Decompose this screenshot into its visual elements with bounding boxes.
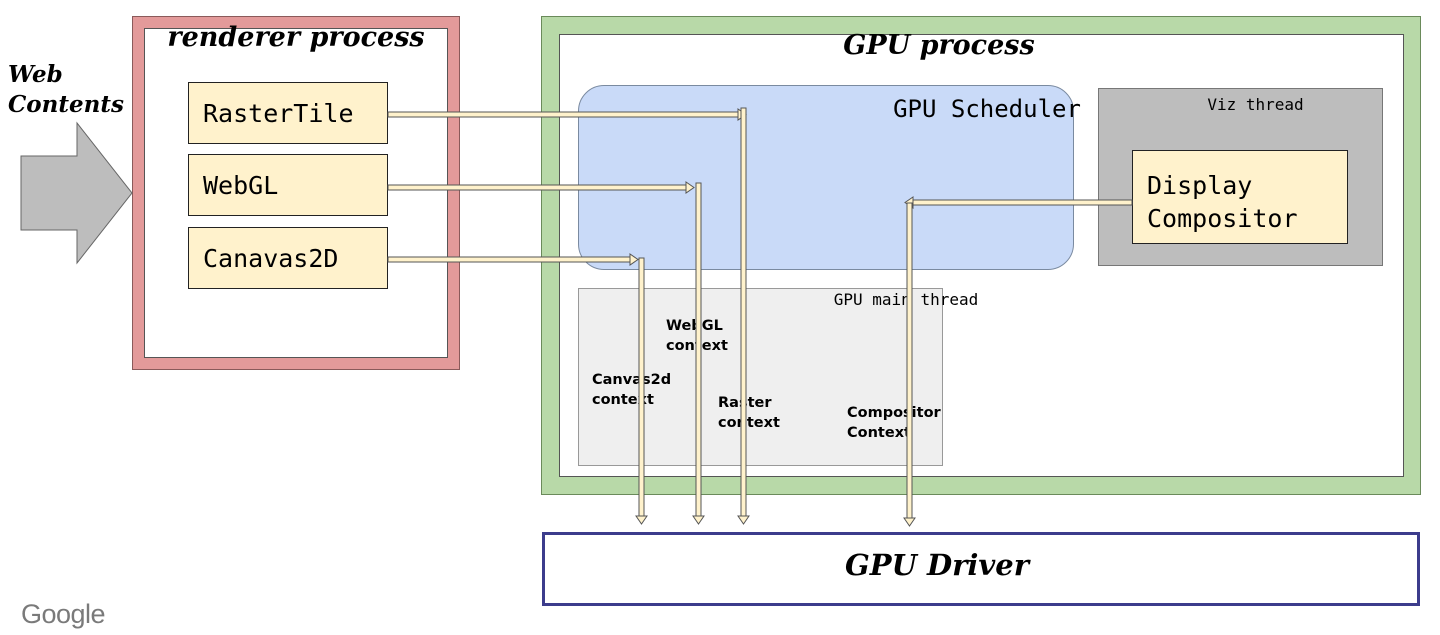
gpu-process-title: GPU process	[843, 30, 1035, 61]
raster-vertical-connector	[740, 107, 747, 517]
display-compositor-box: Display Compositor	[1132, 150, 1348, 244]
canvas2d-horizontal-connector	[387, 256, 631, 263]
canvas2d-context-line1: Canvas2d	[592, 372, 672, 388]
compositor-vertical-connector	[906, 202, 913, 519]
webgl-arrowhead-right	[685, 181, 695, 194]
canvas2d-context-line2: context	[592, 392, 654, 408]
raster-tile-box: RasterTile	[188, 82, 388, 144]
compositor-arrowhead-down	[903, 517, 916, 527]
gpu-main-thread-label: GPU main thread	[833, 290, 979, 309]
webgl-arrowhead-down	[692, 515, 705, 525]
raster-context-line2: context	[718, 415, 780, 431]
google-logo: Google	[21, 599, 106, 629]
gpu-driver-label: GPU Driver	[845, 548, 1029, 582]
canvas2d-vertical-connector	[638, 257, 645, 517]
viz-thread-label: Viz thread	[1207, 95, 1304, 114]
web-contents-arrow	[20, 121, 133, 265]
compositor-context-line1: Compositor	[847, 405, 941, 421]
web-contents-label-line2: Contents	[8, 91, 124, 118]
raster-arrowhead-down	[737, 515, 750, 525]
canvas2d-context-label: Canvas2d context	[592, 370, 671, 410]
compositor-context-line2: Context	[847, 425, 911, 441]
display-compositor-line2: Compositor	[1147, 204, 1298, 233]
webgl-context-line1: WebGL	[666, 318, 723, 334]
gpu-scheduler-label: GPU Scheduler	[893, 95, 1081, 123]
webgl-vertical-connector	[695, 182, 702, 517]
canvas2d-arrowhead-right	[629, 253, 639, 266]
webgl-horizontal-connector	[387, 184, 687, 191]
web-contents-label-line1: Web	[8, 61, 63, 88]
web-contents-label: Web Contents	[8, 60, 124, 120]
display-compositor-line1: Display	[1147, 171, 1253, 200]
webgl-box: WebGL	[188, 154, 388, 216]
renderer-process-title: renderer process	[167, 22, 425, 53]
canvas2d-arrowhead-down	[635, 515, 648, 525]
canvas2d-box: Canavas2D	[188, 227, 388, 289]
compositor-horizontal-connector	[912, 199, 1133, 206]
raster-horizontal-connector	[387, 111, 739, 118]
compositor-context-label: Compositor Context	[847, 403, 941, 443]
gpu-driver-box	[542, 532, 1420, 606]
